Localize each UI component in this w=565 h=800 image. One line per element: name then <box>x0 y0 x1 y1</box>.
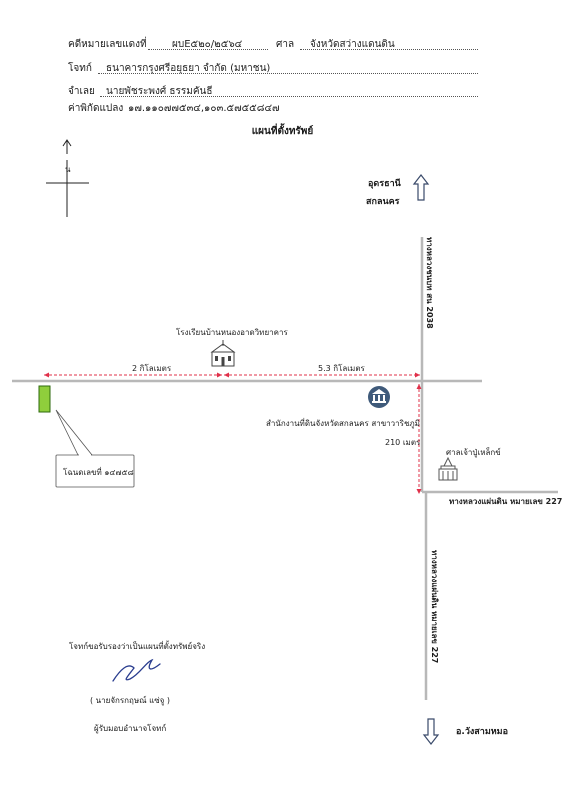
callout-box <box>55 454 135 488</box>
school-label: โรงเรียนบ้านหนองอาดวิทยาคาร <box>176 328 288 337</box>
map-title: แผนที่ตั้งทรัพย์ <box>251 126 314 137</box>
destination-south: อ.วังสามหมอ <box>456 727 509 737</box>
road-2038-label: ทางหลวงชนบท สน 2038 <box>425 237 434 329</box>
signer-name: ( นายจักรกฤษณ์ แซ่จู ) <box>90 696 171 705</box>
plaintiff-label: โจทก์ <box>68 63 92 74</box>
court-value: จังหวัดสว่างแดนดิน <box>310 39 395 50</box>
court-dotline <box>300 49 478 50</box>
callout-pointer <box>55 409 93 456</box>
arrowhead <box>44 372 49 378</box>
case-label: คดีหมายเลขแดงที่ <box>68 39 147 50</box>
arrowhead <box>415 372 420 378</box>
arrowhead <box>224 372 229 378</box>
arrowhead <box>416 489 422 494</box>
destination-north-2: สกลนคร <box>366 197 400 207</box>
road-227-horizontal-label: ทางหลวงแผ่นดิน หมายเลข 227 <box>449 497 563 506</box>
shrine-icon <box>438 456 458 481</box>
plaintiff-value: ธนาคารกรุงศรีอยุธยา จำกัด (มหาชน) <box>106 63 271 74</box>
road-227-vertical-label: ทางหลวงแผ่นดิน หมายเลข 227 <box>430 550 439 664</box>
court-label: ศาล <box>276 39 295 50</box>
distance-vertical-label: 210 เมตร <box>385 438 421 447</box>
case-value: ผบE๕๒๐/๒๕๖๔ <box>172 39 243 50</box>
land-office-label: สำนักงานที่ดินจังหวัดสกลนคร สาขาวาริชภูม… <box>266 419 420 428</box>
plaintiff-dotline <box>98 73 478 74</box>
compass <box>46 139 89 217</box>
school-icon <box>210 340 236 367</box>
land-parcel <box>38 385 51 413</box>
coordinate-value: ๑๗.๑๑๐๗๗๕๓๔,๑๐๓.๕๗๕๕๘๔๗ <box>128 103 280 114</box>
arrow-up-icon <box>412 174 430 201</box>
destination-north-1: อุดรธานี <box>368 179 401 189</box>
land-office-icon <box>368 386 390 408</box>
coordinate-label: ค่าพิกัดแปลง <box>68 103 124 114</box>
defendant-label: จำเลย <box>68 86 95 97</box>
distance-left-label: 2 กิโลเมตร <box>132 364 172 373</box>
arrowhead <box>217 372 222 378</box>
distance-right-label: 5.3 กิโลเมตร <box>318 364 365 373</box>
arrowhead <box>416 384 422 389</box>
defendant-dotline <box>100 96 478 97</box>
signer-role: ผู้รับมอบอำนาจโจทก์ <box>94 724 167 733</box>
north-label: น <box>65 165 71 174</box>
certify-text: โจทก์ขอรับรองว่าเป็นแผนที่ตั้งทรัพย์จริง <box>69 642 206 651</box>
deed-label: โฉนดเลขที่ ๑๔๗๕๘ <box>63 468 134 477</box>
shrine-label: ศาลเจ้าปู่เหล็กข์ <box>446 448 501 457</box>
defendant-value: นายพัชระพงศ์ ธรรมคันธี <box>106 86 213 97</box>
case-dotline <box>148 49 268 50</box>
signature-mark <box>112 658 161 682</box>
arrow-down-icon <box>422 718 440 745</box>
